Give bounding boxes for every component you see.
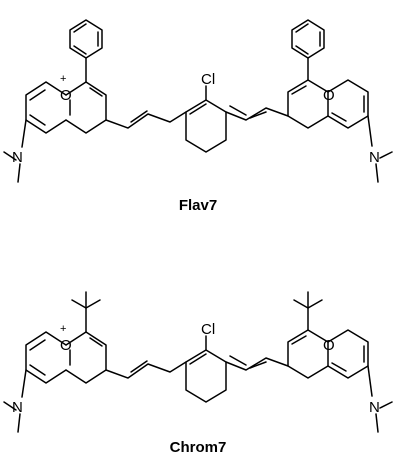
chrom7-caption: Chrom7 bbox=[170, 439, 227, 456]
flav7-caption: Flav7 bbox=[179, 197, 217, 214]
molecule-flav7: Cl O + O N N Flav7 bbox=[3, 19, 393, 214]
flav7-oxygen-right-label: O bbox=[323, 87, 335, 104]
chrom7-nitrogen-right-label: N bbox=[369, 399, 380, 416]
chrom7-oxygen-right-label: O bbox=[323, 337, 335, 354]
chrom7-nitrogen-left-label: N bbox=[12, 399, 23, 416]
chrom7-positive-charge: + bbox=[60, 323, 66, 335]
flav7-oxygen-left-label: O bbox=[60, 87, 72, 104]
flav7-positive-charge: + bbox=[60, 73, 66, 85]
molecule-chrom7: Cl O + O N N Chrom7 bbox=[3, 291, 393, 456]
chrom7-oxygen-left-label: O bbox=[60, 337, 72, 354]
chrom7-chlorine-label: Cl bbox=[201, 321, 215, 338]
flav7-nitrogen-right-label: N bbox=[369, 149, 380, 166]
flav7-nitrogen-left-label: N bbox=[12, 149, 23, 166]
flav7-bonds bbox=[3, 19, 393, 183]
flav7-chlorine-label: Cl bbox=[201, 71, 215, 88]
chrom7-bonds bbox=[3, 291, 393, 433]
